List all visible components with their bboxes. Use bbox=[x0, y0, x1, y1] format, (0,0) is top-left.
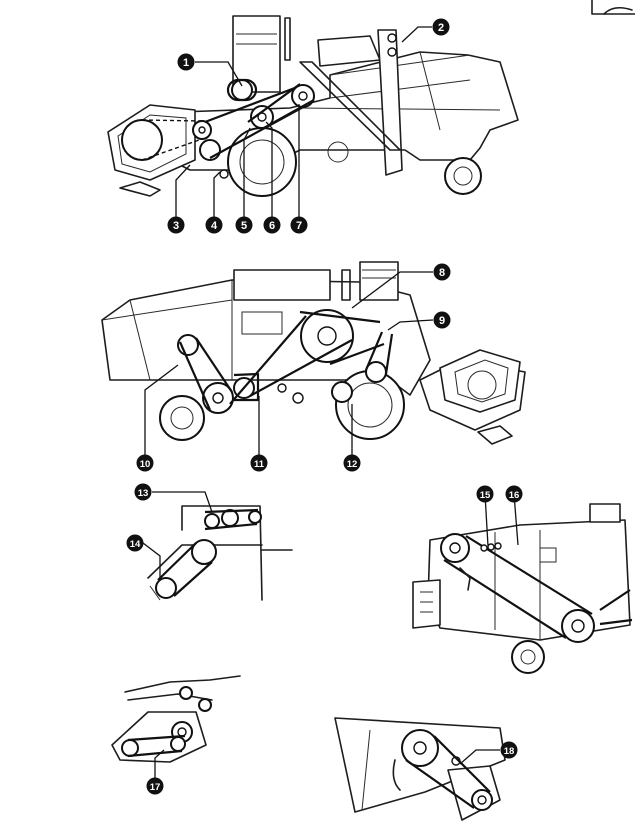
callout-badge-18: 18 bbox=[500, 741, 518, 759]
svg-text:6: 6 bbox=[269, 220, 275, 232]
callout-badge-9: 9 bbox=[433, 311, 451, 329]
detail-view-15-16 bbox=[412, 503, 633, 674]
combine-right-side-view bbox=[101, 261, 526, 445]
combine-left-side-view bbox=[107, 15, 519, 197]
svg-text:18: 18 bbox=[504, 746, 515, 757]
callout-badge-5: 5 bbox=[235, 216, 253, 234]
callout-badge-1: 1 bbox=[177, 53, 195, 71]
svg-text:5: 5 bbox=[241, 220, 247, 232]
svg-text:17: 17 bbox=[150, 782, 161, 793]
callout-badge-17: 17 bbox=[146, 777, 164, 795]
callout-badge-13: 13 bbox=[134, 483, 152, 501]
detail-view-17 bbox=[111, 675, 241, 763]
svg-text:10: 10 bbox=[140, 459, 151, 470]
svg-text:12: 12 bbox=[347, 459, 358, 470]
callout-badge-7: 7 bbox=[290, 216, 308, 234]
callout-badge-11: 11 bbox=[250, 454, 268, 472]
svg-text:16: 16 bbox=[509, 490, 520, 501]
callout-badge-8: 8 bbox=[433, 263, 451, 281]
callout-badge-3: 3 bbox=[167, 216, 185, 234]
detail-view-18 bbox=[334, 717, 506, 821]
callout-badge-14: 14 bbox=[126, 534, 144, 552]
svg-text:9: 9 bbox=[439, 315, 445, 327]
callout-badge-4: 4 bbox=[205, 216, 223, 234]
callout-badge-15: 15 bbox=[476, 485, 494, 503]
svg-text:15: 15 bbox=[480, 490, 491, 501]
svg-text:14: 14 bbox=[130, 539, 141, 550]
callout-badge-2: 2 bbox=[432, 18, 450, 36]
svg-text:2: 2 bbox=[438, 22, 444, 34]
callout-badge-10: 10 bbox=[136, 454, 154, 472]
svg-text:11: 11 bbox=[254, 459, 265, 470]
svg-text:1: 1 bbox=[183, 57, 189, 69]
svg-text:4: 4 bbox=[211, 220, 218, 232]
callout-badge-16: 16 bbox=[505, 485, 523, 503]
svg-text:3: 3 bbox=[173, 220, 179, 232]
callout-badge-6: 6 bbox=[263, 216, 281, 234]
svg-text:7: 7 bbox=[296, 220, 302, 232]
callout-badge-12: 12 bbox=[343, 454, 361, 472]
svg-text:8: 8 bbox=[439, 267, 445, 279]
page-corner-tab bbox=[591, 0, 635, 15]
callout-leader-lines bbox=[142, 26, 519, 786]
detail-view-13-14 bbox=[147, 505, 293, 601]
svg-text:13: 13 bbox=[138, 488, 149, 499]
